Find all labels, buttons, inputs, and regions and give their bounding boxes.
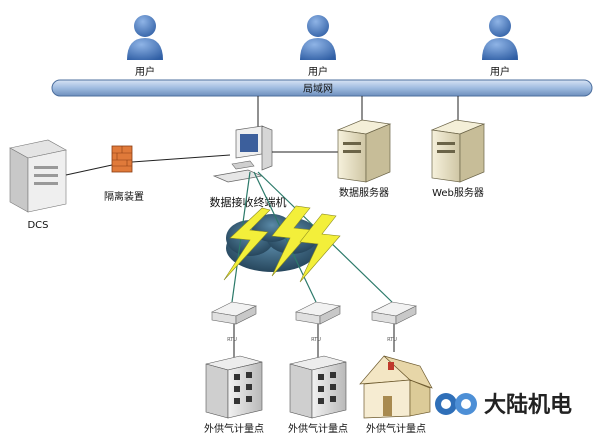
rtu-label-3: RTU [387,337,397,343]
web-server-label: Web服务器 [432,186,484,199]
rtu-label-1: RTU [227,337,237,343]
lightning-icon-1 [223,207,271,281]
rtu-icon-3 [371,301,417,325]
web-server-icon [430,119,486,183]
user-label-2: 用户 [308,65,328,78]
dcs-cabinet-icon [9,139,67,213]
user-label-3: 用户 [490,65,510,78]
lightning-icon-3 [299,213,341,283]
computer-icon [212,125,273,183]
data-server-label: 数据服务器 [339,186,389,199]
user-icon-2 [300,15,336,60]
metering-point-label-2: 外供气计量点 [288,422,348,435]
metering-point-label-1: 外供气计量点 [204,422,264,435]
lan-label: 局域网 [303,82,333,95]
lan-bar [51,79,593,97]
terminal-label: 数据接收终端机 [210,195,287,209]
user-icon-1 [127,15,163,60]
rtu-icon-1 [211,301,257,325]
brand-logo-icon [435,393,477,415]
dcs-to-isolation-line [65,164,113,176]
data-server-icon [336,119,392,183]
isolation-label: 隔离装置 [104,190,144,203]
building-icon-2 [289,355,347,419]
isolation-to-terminal-line [131,154,231,163]
building-icon-1 [205,355,263,419]
dcs-label: DCS [27,220,48,231]
lightning-icon-2 [271,205,313,277]
firewall-icon [111,145,133,173]
metering-point-label-3: 外供气计量点 [366,422,426,435]
rtu-icon-2 [295,301,341,325]
rtu-label-2: RTU [311,337,321,343]
brand-logo-text: 大陆机电 [484,393,572,418]
user-label-1: 用户 [135,65,155,78]
house-icon [359,355,433,419]
user-icon-3 [482,15,518,60]
